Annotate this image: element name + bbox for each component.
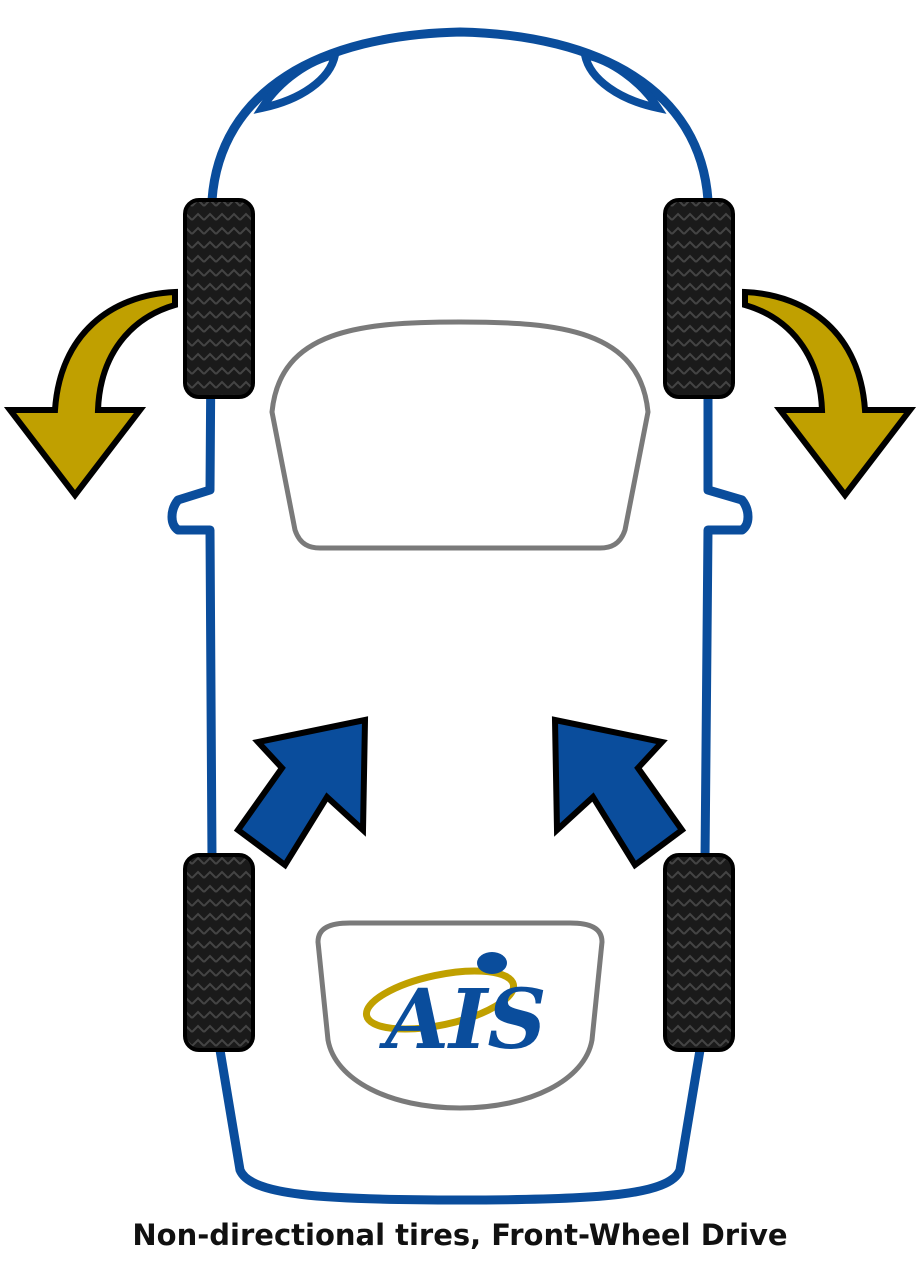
ais-logo: AIS <box>362 952 547 1068</box>
svg-text:AIS: AIS <box>378 972 546 1068</box>
windshield <box>269 319 651 551</box>
tire-rear-right <box>663 853 735 1052</box>
arrow-front-right-to-rear <box>742 288 917 500</box>
tire-front-right <box>663 198 735 399</box>
tire-front-left <box>183 198 255 399</box>
arrow-rear-left-to-front <box>233 716 369 870</box>
car-body-outline <box>167 27 753 1205</box>
rear-window <box>315 920 605 1111</box>
tire-rear-left <box>183 853 255 1052</box>
arrow-front-left-to-rear <box>3 288 178 500</box>
headlight-left <box>253 49 341 114</box>
headlight-right <box>579 49 667 114</box>
arrow-rear-right-to-front <box>551 716 687 870</box>
diagram-caption: Non-directional tires, Front-Wheel Drive <box>132 1218 788 1252</box>
